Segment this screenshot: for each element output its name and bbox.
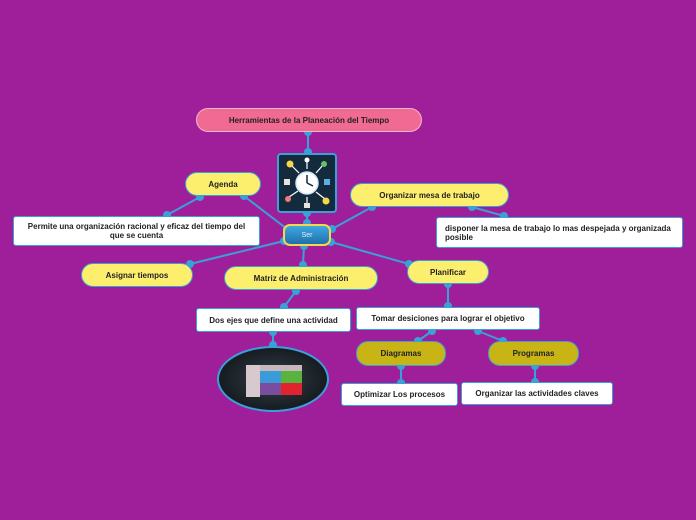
- node-organizar-desc[interactable]: disponer la mesa de trabajo lo mas despe…: [436, 217, 683, 248]
- matrix-image: [217, 346, 329, 412]
- central-topic[interactable]: Ser: [283, 224, 331, 246]
- node-matriz-desc[interactable]: Dos ejes que define una actividad: [196, 308, 351, 332]
- link-matriz-desc: [280, 287, 300, 311]
- link-desc-diagramas: [414, 327, 436, 345]
- node-organizar-mesa[interactable]: Organizar mesa de trabajo: [350, 183, 509, 207]
- node-organizar-desc-text: disponer la mesa de trabajo lo mas despe…: [445, 223, 671, 242]
- node-matriz[interactable]: Matriz de Administración: [224, 266, 378, 290]
- node-diagramas[interactable]: Diagramas: [356, 341, 446, 366]
- link-center-matriz: [299, 242, 308, 269]
- node-planificar-desc[interactable]: Tomar desiciones para lograr el objetivo: [356, 307, 540, 330]
- link-center-planificar: [327, 238, 413, 268]
- link-organizar-desc: [468, 203, 508, 220]
- node-diagramas-desc[interactable]: Optimizar Los procesos: [341, 383, 458, 406]
- node-programas-label: Programas: [512, 349, 555, 358]
- node-planificar-label: Planificar: [429, 267, 466, 277]
- clock-tools-image: [277, 153, 337, 213]
- node-programas-desc[interactable]: Organizar las actividades claves: [461, 382, 613, 405]
- node-asignar-tiempos[interactable]: Asignar tiempos: [81, 263, 193, 287]
- node-planificar-desc-text: Tomar desiciones para lograr el objetivo: [371, 314, 525, 323]
- root-topic[interactable]: Herramientas de la Planeación del Tiempo: [196, 108, 422, 132]
- link-center-asignar: [186, 237, 288, 268]
- node-programas[interactable]: Programas: [488, 341, 579, 366]
- node-organizar-mesa-label: Organizar mesa de trabajo: [379, 190, 480, 200]
- node-diagramas-desc-text: Optimizar Los procesos: [353, 390, 446, 399]
- node-matriz-desc-text: Dos ejes que define una actividad: [209, 315, 338, 325]
- node-matriz-label: Matriz de Administración: [253, 273, 349, 283]
- node-agenda-label: Agenda: [208, 179, 238, 189]
- node-diagramas-label: Diagramas: [380, 349, 422, 358]
- node-agenda-desc[interactable]: Permite una organización racional y efic…: [13, 216, 260, 246]
- node-agenda[interactable]: Agenda: [185, 172, 261, 196]
- root-topic-label: Herramientas de la Planeación del Tiempo: [228, 115, 390, 125]
- node-planificar[interactable]: Planificar: [407, 260, 489, 284]
- central-topic-label: Ser: [301, 231, 313, 239]
- node-asignar-tiempos-label: Asignar tiempos: [105, 270, 169, 280]
- link-desc-programas: [474, 327, 507, 345]
- link-center-organizar: [328, 203, 376, 233]
- node-programas-desc-text: Organizar las actividades claves: [475, 389, 599, 398]
- clock-tools-icon: [284, 157, 330, 208]
- link-agenda-desc: [163, 193, 204, 219]
- link-center-agenda: [240, 192, 291, 233]
- node-agenda-desc-text: Permite una organización racional y efic…: [27, 222, 246, 240]
